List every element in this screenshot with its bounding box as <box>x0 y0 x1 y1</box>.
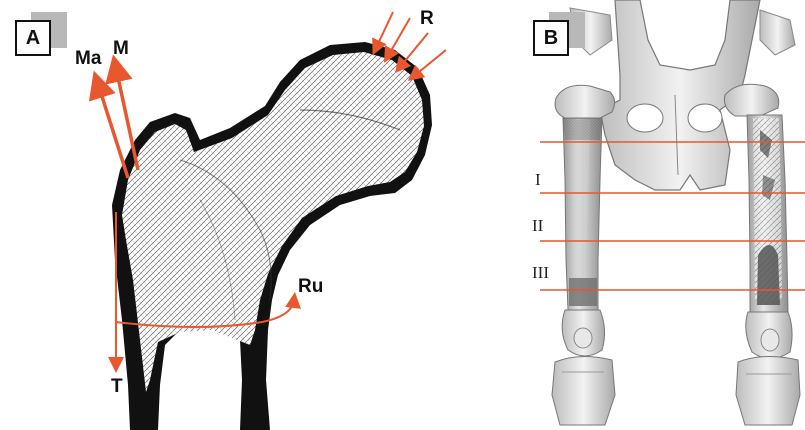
arrow-r-3 <box>400 33 428 67</box>
hindlimb-illustration <box>552 0 800 425</box>
femur-illustration <box>112 42 432 430</box>
arrow-r-1 <box>376 12 393 48</box>
left-femur-marrow <box>569 278 597 306</box>
label-r: R <box>420 8 434 30</box>
obturator-foramen-right <box>688 104 722 132</box>
right-femur-marrow <box>757 245 780 305</box>
label-ru: Ru <box>298 276 323 298</box>
panel-b-label: B <box>533 20 569 56</box>
section-label-i: I <box>535 170 541 190</box>
panel-a-label: A <box>15 20 51 56</box>
obturator-foramen-left <box>627 104 663 132</box>
arrow-r-4 <box>414 50 446 76</box>
section-label-ii: II <box>532 216 543 236</box>
section-label-iii: III <box>532 263 549 283</box>
label-m: M <box>113 38 129 60</box>
arrow-r-2 <box>388 18 410 56</box>
label-ma: Ma <box>75 48 101 70</box>
label-t: T <box>111 376 123 398</box>
